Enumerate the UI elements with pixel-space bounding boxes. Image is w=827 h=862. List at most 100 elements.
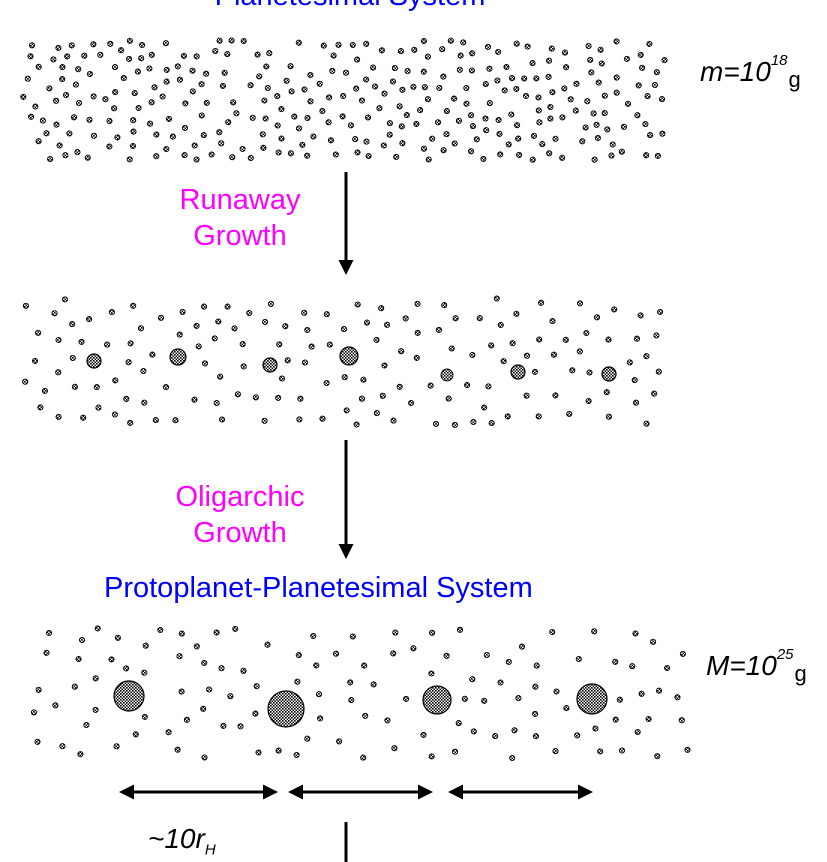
planetesimal: [69, 321, 76, 328]
planetesimal: [90, 93, 97, 100]
planetesimal: [378, 47, 385, 54]
planetesimal: [320, 42, 327, 49]
planetesimal: [585, 42, 592, 50]
planetesimal: [327, 137, 334, 144]
planetesimal: [494, 77, 501, 84]
planetesimal: [193, 322, 200, 329]
planetesimal: [643, 420, 650, 427]
planetesimal: [240, 363, 247, 370]
planetesimal: [427, 382, 434, 389]
planetesimal: [78, 636, 86, 644]
planetesimal: [74, 149, 81, 156]
planetesimal: [55, 369, 62, 376]
planetesimal: [182, 100, 189, 107]
planetesimal: [172, 417, 179, 424]
planetesimal: [64, 53, 71, 60]
planetesimal: [608, 152, 615, 159]
runaway-line2: Growth: [193, 220, 287, 252]
planetesimal: [229, 154, 236, 161]
planetesimal: [495, 48, 502, 55]
planetesimal: [198, 112, 205, 119]
planetesimal: [579, 138, 586, 145]
planetesimal: [130, 302, 137, 309]
planetesimal: [392, 629, 399, 636]
planetesimal: [146, 65, 153, 72]
planetesimal: [178, 688, 185, 695]
runaway-line1: Runaway: [179, 184, 301, 216]
planetesimal: [549, 89, 556, 96]
planetesimal: [420, 68, 427, 75]
planetesimal: [505, 141, 512, 148]
planetesimal: [152, 417, 159, 424]
planetesimal: [43, 130, 50, 137]
planetesimal: [304, 152, 311, 159]
planetesimal: [460, 39, 467, 46]
planetesimal: [613, 89, 620, 96]
planetesimal: [291, 113, 298, 120]
planetesimal: [469, 351, 476, 359]
planetesimal: [569, 367, 576, 374]
planetesimal: [463, 84, 470, 92]
planetesimal: [157, 314, 165, 321]
planetesimal: [391, 745, 398, 752]
protoplanet: [601, 366, 617, 382]
planetesimal: [561, 49, 569, 56]
planetesimal: [274, 93, 281, 100]
planetesimal: [470, 728, 477, 735]
planetesimal: [572, 107, 579, 114]
planetesimal: [552, 135, 559, 142]
planetesimal: [287, 63, 294, 70]
planetesimal: [414, 300, 421, 307]
planetesimal: [632, 630, 639, 637]
planetesimal: [535, 94, 542, 101]
planetesimal: [293, 751, 300, 759]
planetesimal: [411, 46, 418, 53]
planetesimal: [513, 310, 520, 317]
planetesimal: [384, 321, 391, 328]
planetesimal: [163, 145, 170, 153]
planetesimal: [263, 63, 270, 70]
planetesimal: [470, 418, 477, 426]
planetesimal: [429, 135, 436, 142]
planetesimal: [216, 129, 223, 136]
planetesimal: [83, 721, 90, 729]
planetesimal: [484, 43, 492, 50]
planetesimal: [22, 378, 29, 385]
planetesimal: [613, 38, 620, 45]
planetesimal: [361, 662, 368, 669]
planetesimal: [485, 383, 492, 390]
planetesimal: [77, 751, 84, 758]
planetesimal: [239, 145, 246, 152]
planetesimal: [123, 665, 130, 672]
planetesimal: [198, 81, 205, 88]
planetesimal: [203, 99, 210, 106]
planetesimal: [469, 123, 476, 130]
planetesimal: [386, 131, 393, 138]
planetesimal: [482, 115, 489, 122]
planetesimal: [428, 670, 435, 677]
planetesimal: [55, 413, 62, 420]
planetesimal: [108, 656, 115, 663]
planetesimal: [126, 55, 133, 62]
planetesimal: [567, 96, 574, 103]
planetesimal: [165, 115, 173, 122]
planetesimal: [620, 123, 628, 130]
planetesimal: [193, 156, 200, 163]
spacing-subscript: H: [204, 841, 216, 859]
oligarchic-line1: Oligarchic: [175, 481, 305, 513]
planetesimal: [576, 348, 583, 355]
planetesimal: [221, 69, 228, 76]
planetesimal: [605, 413, 612, 420]
planetesimal: [646, 40, 653, 47]
planetesimal: [424, 96, 431, 103]
planetesimal: [410, 83, 417, 90]
planetesimal: [463, 100, 470, 107]
planetesimal: [129, 142, 137, 150]
planetesimal: [410, 645, 417, 652]
planetesimal: [523, 352, 531, 359]
planetesimal: [531, 368, 539, 375]
planetesimal: [651, 390, 658, 397]
planetesimal: [340, 92, 347, 100]
mass-exponent-big: 25: [776, 645, 794, 663]
protoplanet: [267, 690, 305, 728]
